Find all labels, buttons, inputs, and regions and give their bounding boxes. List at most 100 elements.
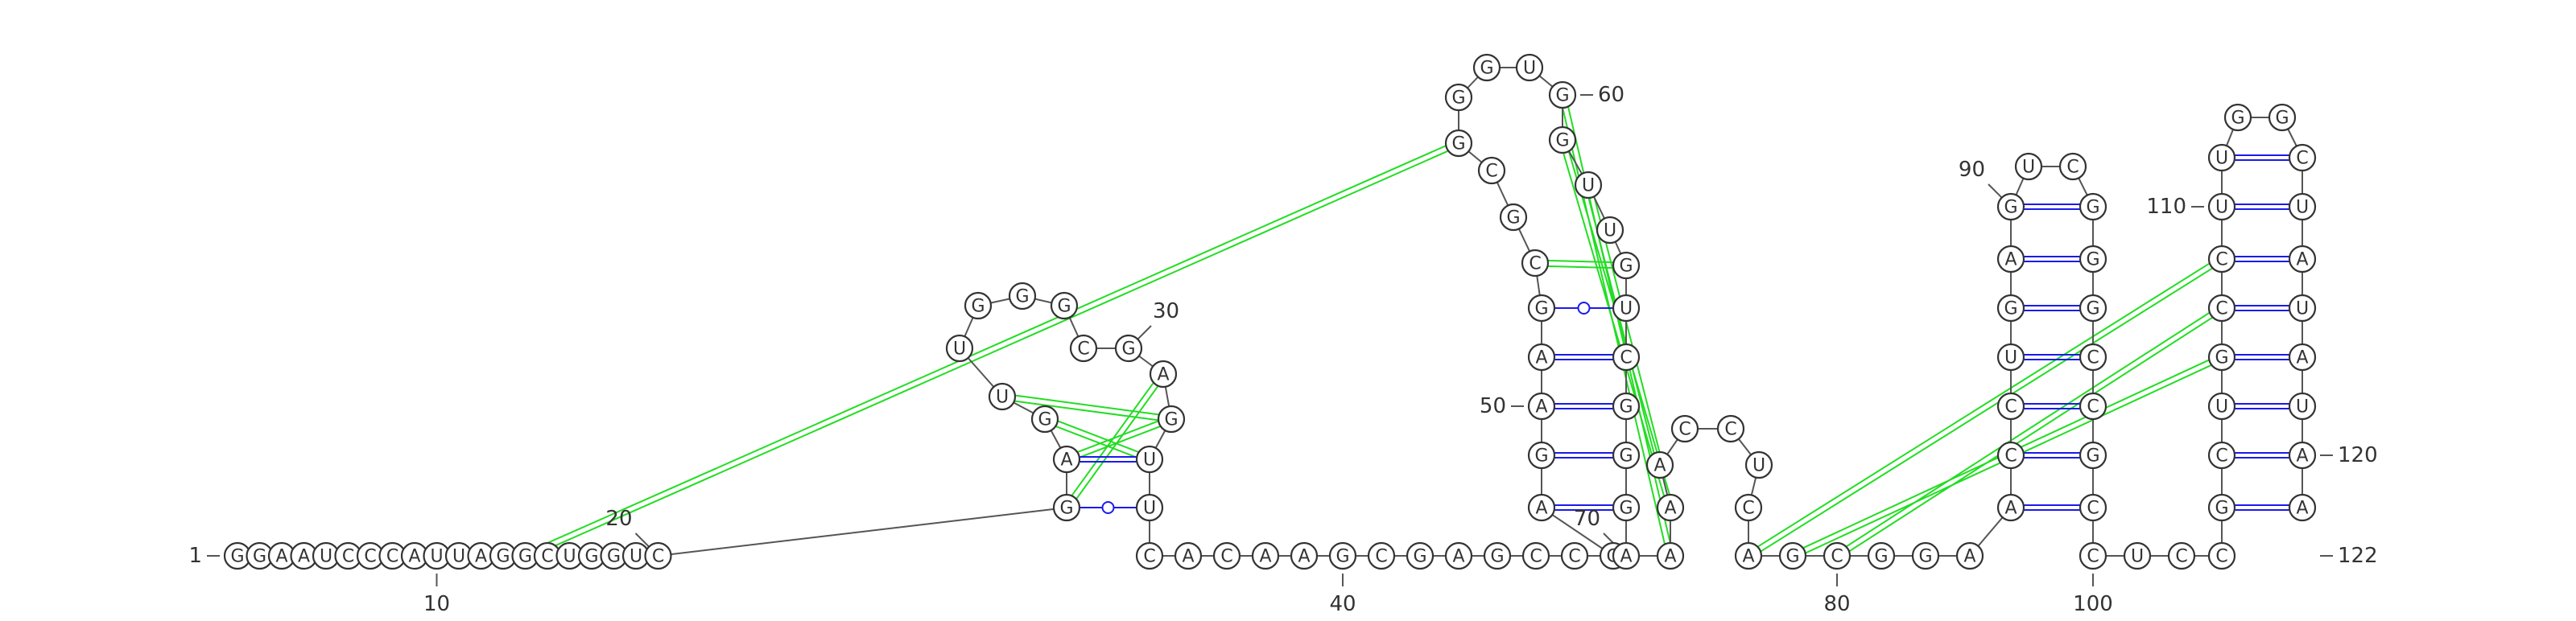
nucleotide-81: G — [1867, 541, 1896, 570]
nucleotide-19: U — [621, 541, 650, 570]
nucleotide-49: G — [1527, 441, 1556, 470]
nucleotide-46: C — [1560, 541, 1589, 570]
nucleotide-66: C — [1612, 343, 1641, 372]
nucleotide-circle — [1574, 171, 1603, 199]
nucleotide-circle — [1527, 441, 1556, 470]
nucleotide-circle — [1527, 392, 1556, 421]
nucleotide-13: G — [489, 541, 518, 570]
nucleotide-67: G — [1612, 392, 1641, 421]
nucleotide-circle — [1670, 414, 1699, 443]
nucleotide-33: U — [1135, 445, 1164, 474]
nucleotide-letter: A — [2296, 250, 2308, 270]
nucleotide-letter: C — [2087, 499, 2099, 519]
nucleotide-circle — [1444, 129, 1473, 158]
nucleotide-letter: A — [1060, 450, 1072, 471]
nucleotide-circle — [1548, 125, 1577, 154]
nucleotide-circle — [1212, 541, 1241, 570]
nucleotide-53: C — [1521, 249, 1550, 278]
nucleotide-106: U — [2207, 392, 2236, 421]
nucleotide-101: U — [2123, 541, 2152, 570]
nucleotide-circle — [1444, 541, 1473, 570]
nucleotide-letter: C — [1485, 162, 1497, 182]
nucleotide-22: A — [1052, 445, 1081, 474]
nucleotide-letter: G — [1534, 446, 1548, 467]
nucleotide-68: G — [1612, 441, 1641, 470]
nucleotide-letter: G — [496, 547, 510, 567]
nucleotide-76: U — [1744, 450, 1773, 479]
nucleotide-100: C — [2079, 541, 2107, 570]
wobble-pair-marker — [1101, 501, 1115, 514]
nucleotide-circle — [2288, 294, 2317, 323]
nucleotide-92: C — [2058, 152, 2087, 181]
position-label-30: 30 — [1153, 299, 1179, 323]
position-label-50: 50 — [1480, 394, 1506, 418]
nucleotide-circle — [2207, 493, 2236, 522]
nucleotide-circle — [1406, 541, 1435, 570]
nucleotide-circle — [2079, 343, 2107, 372]
nucleotide-letter: A — [1452, 547, 1464, 567]
nucleotide-circle — [644, 541, 672, 570]
nucleotide-43: A — [1444, 541, 1473, 570]
nucleotide-letter: C — [1529, 254, 1541, 274]
nucleotide-38: A — [1251, 541, 1280, 570]
nucleotide-95: G — [2079, 294, 2107, 323]
nucleotide-89: A — [1996, 245, 2025, 273]
nucleotide-circle — [1734, 541, 1763, 570]
nucleotide-circle — [988, 382, 1017, 411]
nucleotide-circle — [1008, 282, 1037, 310]
nucleotide-circle — [1069, 334, 1098, 363]
nucleotide-letter: C — [1375, 547, 1387, 567]
nucleotide-circle — [1367, 541, 1396, 570]
nucleotide-105: C — [2207, 441, 2236, 470]
wobble-pair-marker — [1577, 302, 1591, 315]
base-pairs — [1067, 154, 2302, 514]
nucleotide-letter: U — [2296, 299, 2309, 319]
nucleotide-letter: G — [1335, 547, 1349, 567]
nucleotide-circle — [1996, 392, 2025, 421]
nucleotide-circle — [2079, 541, 2107, 570]
nucleotide-letter: U — [2131, 547, 2144, 567]
nucleotide-letter: U — [2215, 149, 2228, 169]
nucleotide-3: A — [267, 541, 296, 570]
nucleotide-21: G — [1052, 493, 1081, 522]
position-label-20: 20 — [605, 507, 632, 531]
nucleotide-61: G — [1548, 125, 1577, 154]
nucleotide-34: U — [1135, 493, 1164, 522]
nucleotide-letter: G — [1874, 547, 1888, 567]
nucleotide-letter: G — [1164, 410, 1178, 430]
nucleotide-letter: G — [1619, 499, 1633, 519]
position-tick — [634, 533, 650, 548]
nucleotide-letter: A — [2004, 250, 2017, 270]
nucleotide-letter: A — [1182, 547, 1194, 567]
nucleotide-circle — [2123, 541, 2152, 570]
nucleotide-circle — [1996, 294, 2025, 323]
nucleotide-circle — [1527, 493, 1556, 522]
nucleotide-6: C — [334, 541, 362, 570]
nucleotide-circle — [2223, 103, 2252, 132]
nucleotide-118: A — [2288, 343, 2317, 372]
nucleotide-letter: U — [1523, 59, 1536, 79]
nucleotide-letter: A — [1653, 456, 1666, 476]
nucleotide-letter: A — [1742, 547, 1754, 567]
nucleotide-70: A — [1612, 541, 1641, 570]
nucleotide-109: C — [2207, 245, 2236, 273]
nucleotide-circle — [1612, 493, 1641, 522]
nucleotide-letter: A — [298, 547, 310, 567]
nucleotide-circle — [2079, 441, 2107, 470]
nucleotide-14: G — [511, 541, 539, 570]
nucleotide-65: U — [1612, 294, 1641, 323]
nucleotide-letter: C — [2004, 446, 2017, 467]
nucleotide-letter: C — [1620, 348, 1632, 368]
nucleotide-58: G — [1472, 53, 1501, 82]
nucleotide-107: G — [2207, 343, 2236, 372]
nucleotide-circle — [2288, 245, 2317, 273]
nucleotide-letter: G — [1555, 131, 1569, 151]
nucleotide-letter: A — [1535, 397, 1547, 417]
nucleotide-letter: A — [275, 547, 287, 567]
nucleotide-57: G — [1444, 83, 1473, 112]
nucleotide-circle — [1052, 445, 1081, 474]
nucleotide-letter: U — [2215, 198, 2228, 218]
nucleotide-74: C — [1670, 414, 1699, 443]
pseudoknot-pair-line — [1534, 265, 1626, 269]
nucleotide-circle — [1328, 541, 1357, 570]
